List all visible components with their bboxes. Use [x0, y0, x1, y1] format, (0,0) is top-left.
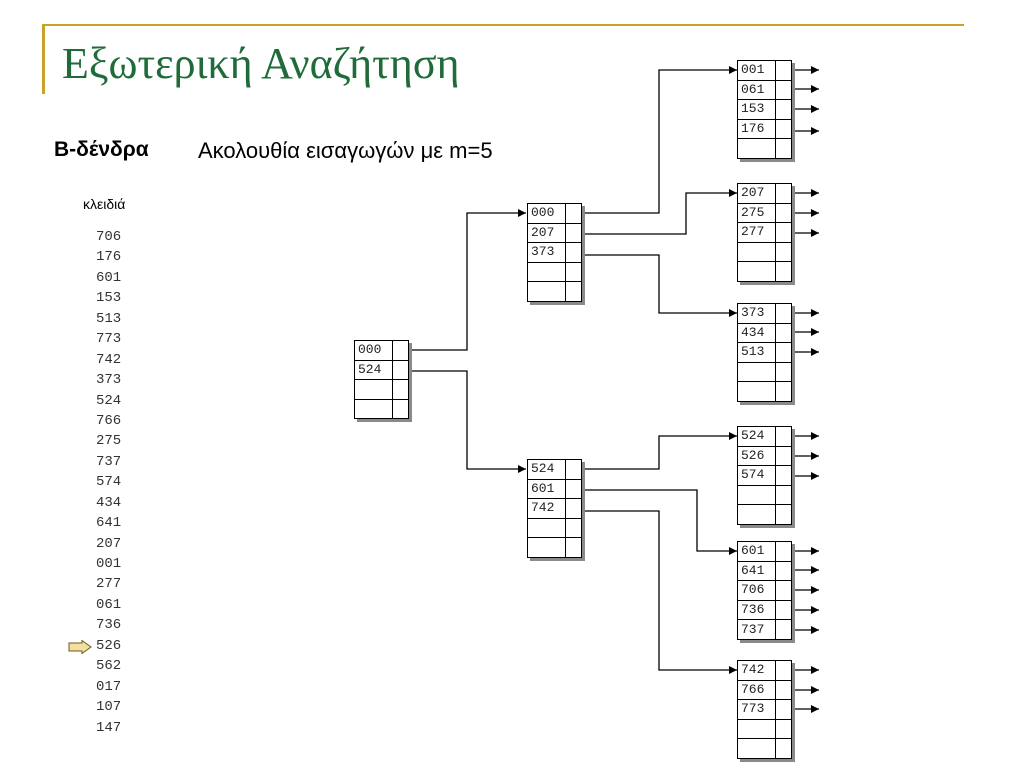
- key-item: 207: [96, 535, 122, 552]
- leaf-node-3: 373 434 513: [737, 303, 792, 402]
- key-item: 601: [96, 269, 122, 286]
- key-item: 176: [96, 249, 122, 266]
- link-bottom-to-leaf-5: [581, 489, 737, 555]
- key-item: 061: [96, 596, 122, 613]
- node-key: 207: [527, 222, 566, 244]
- node-key: 000: [354, 340, 393, 361]
- key-item: 562: [96, 658, 122, 675]
- node-key: [737, 241, 776, 263]
- node-key: [527, 281, 566, 302]
- node-key: 513: [737, 342, 776, 363]
- link-root-to-bottom: [408, 370, 526, 473]
- key-item: 706: [96, 229, 122, 245]
- node-key: 373: [737, 303, 776, 324]
- leaf-node-5: 601 641 706 736 737: [737, 541, 792, 640]
- key-item: 107: [96, 699, 122, 716]
- key-item: 275: [96, 433, 122, 450]
- key-item: 737: [96, 453, 122, 470]
- node-key: 153: [737, 99, 776, 120]
- leaf-node-6: 742 766 773: [737, 660, 792, 759]
- key-item: 742: [96, 351, 122, 368]
- node-key: 574: [737, 465, 776, 486]
- internal-node-bottom: 524 601 742: [527, 459, 582, 558]
- leaf-node-4: 524 526 574: [737, 426, 792, 525]
- node-key: [527, 261, 566, 283]
- key-item: 524: [96, 392, 122, 409]
- internal-node-top: 000 207 373: [527, 203, 582, 302]
- node-key: [527, 537, 566, 558]
- node-key: [354, 379, 393, 400]
- node-key: 277: [737, 222, 776, 243]
- node-key: 742: [737, 660, 776, 681]
- node-key: 641: [737, 560, 776, 582]
- key-item: 773: [96, 331, 122, 348]
- keys-label: κλειδιά: [83, 196, 126, 212]
- title-accent-bar: [42, 24, 45, 94]
- keys-list: 706 176 601 153 513 773 742 373 524 766 275 737 574 4…: [96, 227, 121, 738]
- link-bottom-to-leaf-4: [581, 432, 737, 470]
- node-key: 434: [737, 322, 776, 344]
- node-key: [354, 398, 393, 420]
- node-key: 736: [737, 599, 776, 621]
- node-key: 601: [737, 541, 776, 562]
- node-key: 524: [737, 426, 776, 447]
- key-item: 641: [96, 515, 122, 532]
- node-key: [737, 261, 776, 282]
- node-key: [737, 484, 776, 506]
- link-top-to-leaf-2: [581, 189, 737, 235]
- title-rule: [42, 24, 964, 26]
- node-key: [737, 138, 776, 159]
- node-key: 742: [527, 498, 566, 519]
- node-key: 001: [737, 60, 776, 81]
- node-key: 061: [737, 79, 776, 101]
- node-key: 601: [527, 478, 566, 500]
- node-key: 000: [527, 203, 566, 224]
- node-key: 766: [737, 679, 776, 701]
- node-key: 524: [527, 459, 566, 480]
- node-key: 373: [527, 242, 566, 263]
- node-key: [737, 381, 776, 402]
- key-item: 001: [96, 556, 122, 572]
- key-item: 434: [96, 494, 122, 511]
- key-item: 017: [96, 678, 122, 695]
- link-bottom-to-leaf-6: [581, 510, 737, 674]
- section-heading: B-δένδρα: [54, 138, 149, 161]
- key-item: 574: [96, 474, 122, 491]
- key-item: 147: [96, 719, 122, 736]
- key-item: 513: [96, 310, 122, 327]
- leaf-node-1: 001 061 153 176: [737, 60, 792, 159]
- key-item: 736: [96, 617, 122, 634]
- description: Ακολουθία εισαγωγών με m=5: [198, 138, 493, 163]
- current-key-arrow-icon: [68, 640, 92, 654]
- node-key: [737, 718, 776, 740]
- node-key: 706: [737, 580, 776, 601]
- key-item: 766: [96, 412, 122, 429]
- key-item: 153: [96, 290, 122, 307]
- key-item: 277: [96, 576, 122, 593]
- node-key: 524: [354, 359, 393, 381]
- node-key: [737, 504, 776, 525]
- link-top-to-leaf-1: [581, 66, 737, 214]
- link-root-to-top: [408, 209, 526, 351]
- node-key: 773: [737, 699, 776, 720]
- node-key: [737, 361, 776, 383]
- node-key: 275: [737, 202, 776, 224]
- slide-title: Εξωτερική Αναζήτηση: [62, 39, 460, 88]
- node-key: 526: [737, 445, 776, 467]
- node-key: 207: [737, 183, 776, 204]
- leaf-node-2: 207 275 277: [737, 183, 792, 282]
- node-key: 176: [737, 118, 776, 140]
- root-node: 000 524: [354, 340, 409, 420]
- link-top-to-leaf-3: [581, 254, 737, 317]
- node-key: 737: [737, 619, 776, 640]
- key-item: 526: [96, 637, 122, 654]
- node-key: [527, 517, 566, 539]
- key-item: 373: [96, 372, 122, 389]
- node-key: [737, 738, 776, 759]
